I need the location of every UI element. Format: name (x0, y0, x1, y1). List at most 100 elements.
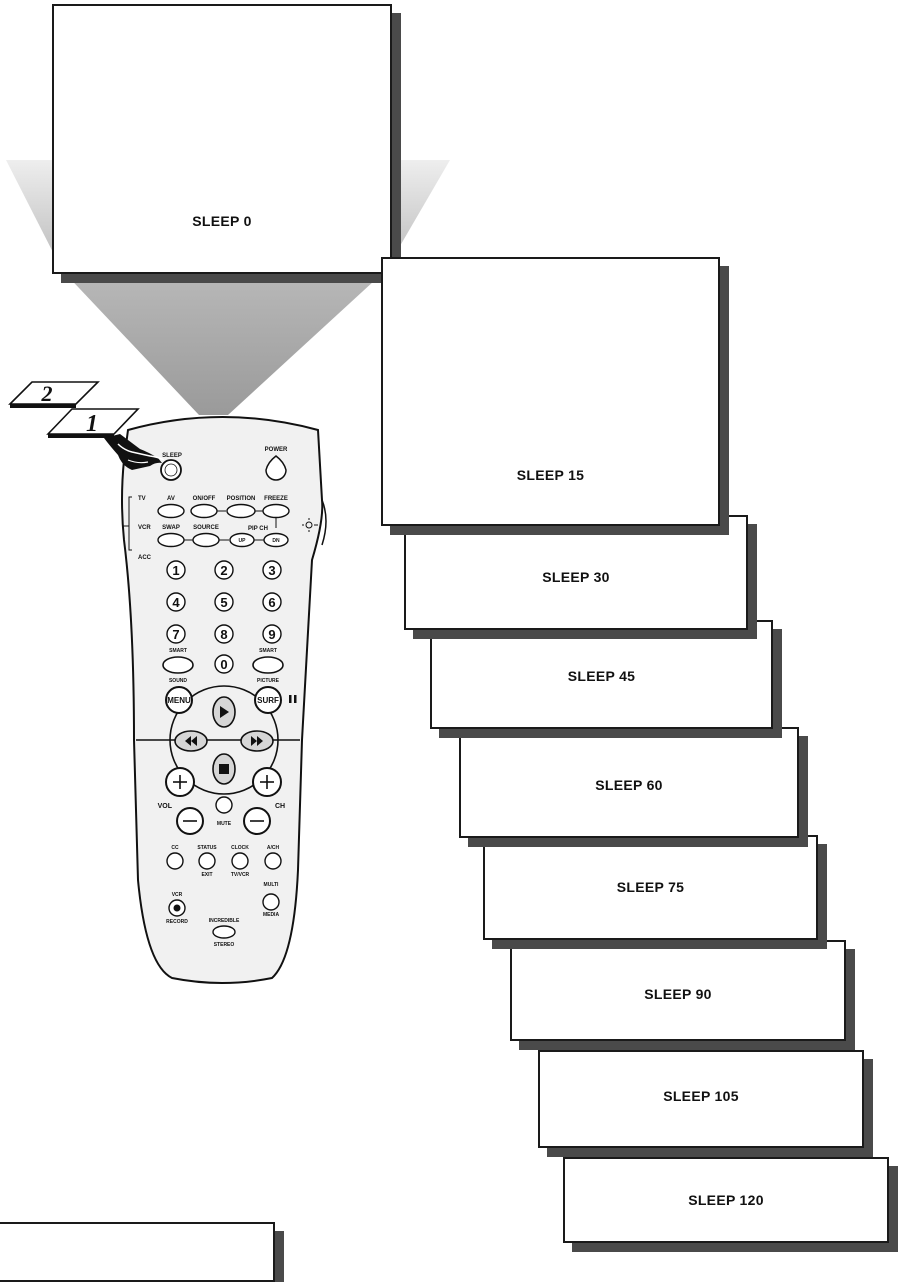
mute-button[interactable] (215, 796, 233, 814)
cc-button[interactable] (166, 852, 184, 870)
digit-label: 7 (172, 627, 179, 642)
clock-tvvcr-button[interactable] (231, 852, 249, 870)
plus-icon (173, 775, 187, 789)
rewind-icon (185, 736, 197, 746)
screen-label: SLEEP 105 (663, 1088, 739, 1104)
side-tab (321, 499, 327, 546)
stereo-label: STEREO (214, 942, 235, 948)
tv-screen-sleep-0: SLEEP 0 (52, 4, 392, 274)
mode-tv-label[interactable]: TV (138, 496, 146, 502)
up-label: UP (239, 538, 247, 544)
step-2-tag: 2 (8, 381, 100, 408)
status-label: STATUS (197, 845, 217, 851)
screen-label: SLEEP 0 (192, 213, 252, 229)
surf-button[interactable] (254, 686, 282, 714)
av-label: AV (167, 496, 175, 502)
surf-label: SURF (257, 696, 279, 705)
digit-label: 8 (220, 627, 227, 642)
stop-icon (219, 764, 229, 774)
multimedia-button[interactable] (262, 893, 280, 911)
digit-7-button[interactable] (166, 624, 186, 644)
vol-label: VOL (158, 803, 173, 810)
pause-icon (289, 695, 297, 703)
step-1-number: 1 (86, 411, 98, 437)
freeze-label: FREEZE (264, 496, 288, 502)
smart-picture-top-label: SMART (259, 648, 277, 654)
position-label: POSITION (227, 496, 256, 502)
digit-9-button[interactable] (262, 624, 282, 644)
play-icon (220, 706, 229, 718)
incredible-stereo-button[interactable] (212, 925, 236, 939)
dn-label: DN (272, 538, 280, 544)
ach-label: A/CH (267, 845, 280, 851)
screen-label: SLEEP 90 (644, 986, 712, 1002)
incredible-label: INCREDIBLE (209, 918, 240, 924)
record-icon (173, 904, 181, 912)
onoff-label: ON/OFF (193, 496, 216, 502)
smart-sound-top-label: SMART (169, 648, 187, 654)
power-button[interactable] (265, 455, 287, 481)
mode-acc-label[interactable]: ACC (138, 555, 152, 561)
digit-label: 5 (220, 595, 227, 610)
step-2-number: 2 (41, 381, 53, 406)
cc-label: CC (171, 845, 179, 851)
exit-label: EXIT (201, 872, 212, 878)
digit-1-button[interactable] (166, 560, 186, 580)
tv-screen-sleep-45: SLEEP 45 (430, 620, 773, 729)
ch-label: CH (275, 803, 285, 810)
digit-8-button[interactable] (214, 624, 234, 644)
screen-label: SLEEP 15 (516, 467, 585, 483)
digit-label: 0 (220, 657, 227, 672)
digit-label: 1 (172, 563, 179, 578)
av-button[interactable] (157, 503, 185, 519)
vcr-label: VCR (172, 892, 183, 898)
swap-label: SWAP (162, 525, 180, 531)
pointing-hand-icon (104, 434, 165, 470)
digit-label: 6 (268, 595, 275, 610)
power-label: POWER (265, 447, 288, 453)
status-exit-button[interactable] (198, 852, 216, 870)
tvvcr-label: TV/VCR (231, 872, 250, 878)
ach-button[interactable] (264, 852, 282, 870)
sleep-button[interactable] (160, 459, 182, 481)
smart-picture-bottom-label: PICTURE (257, 678, 280, 684)
digit-4-button[interactable] (166, 592, 186, 612)
clock-label: CLOCK (231, 845, 249, 851)
pipch-label: PIP CH (248, 526, 268, 532)
tv-screen-sleep-75: SLEEP 75 (483, 835, 818, 940)
plus-icon (260, 775, 274, 789)
screen-label: SLEEP 75 (616, 879, 685, 895)
digit-6-button[interactable] (262, 592, 282, 612)
tv-screen-sleep-30: SLEEP 30 (404, 515, 748, 630)
multi-label: MULTI (264, 882, 280, 888)
smart-sound-button[interactable] (162, 656, 194, 674)
screen-label: SLEEP 45 (567, 668, 636, 684)
brightness-icon (302, 518, 318, 532)
smart-sound-bottom-label: SOUND (169, 678, 187, 684)
screen-label: SLEEP 120 (688, 1192, 764, 1208)
sleep-label: SLEEP (162, 453, 182, 459)
screen-label: SLEEP 60 (595, 777, 663, 793)
record-label: RECORD (166, 919, 188, 925)
digit-3-button[interactable] (262, 560, 282, 580)
digit-2-button[interactable] (214, 560, 234, 580)
pip-ch-down-button[interactable] (263, 532, 289, 548)
freeze-button[interactable] (262, 503, 290, 519)
tv-screen-sleep-105: SLEEP 105 (538, 1050, 864, 1148)
digit-label: 9 (268, 627, 275, 642)
menu-button[interactable] (165, 686, 193, 714)
mute-label: MUTE (217, 821, 232, 827)
remote-control: SLEEP POWER TV VCR ACC AV ON/OFF POSITIO… (121, 416, 327, 984)
step-indicator: 2 1 (8, 381, 165, 470)
tv-screen-sleep-120: SLEEP 120 (563, 1157, 889, 1243)
digit-0-button[interactable] (214, 654, 234, 674)
digit-5-button[interactable] (214, 592, 234, 612)
mode-vcr-label[interactable]: VCR (138, 525, 151, 531)
media-label: MEDIA (263, 912, 280, 918)
smart-picture-button[interactable] (252, 656, 284, 674)
digit-label: 2 (220, 563, 227, 578)
step-1-tag: 1 (46, 408, 140, 438)
fast-forward-icon (251, 736, 263, 746)
source-label: SOURCE (193, 525, 219, 531)
menu-label: MENU (167, 696, 191, 705)
